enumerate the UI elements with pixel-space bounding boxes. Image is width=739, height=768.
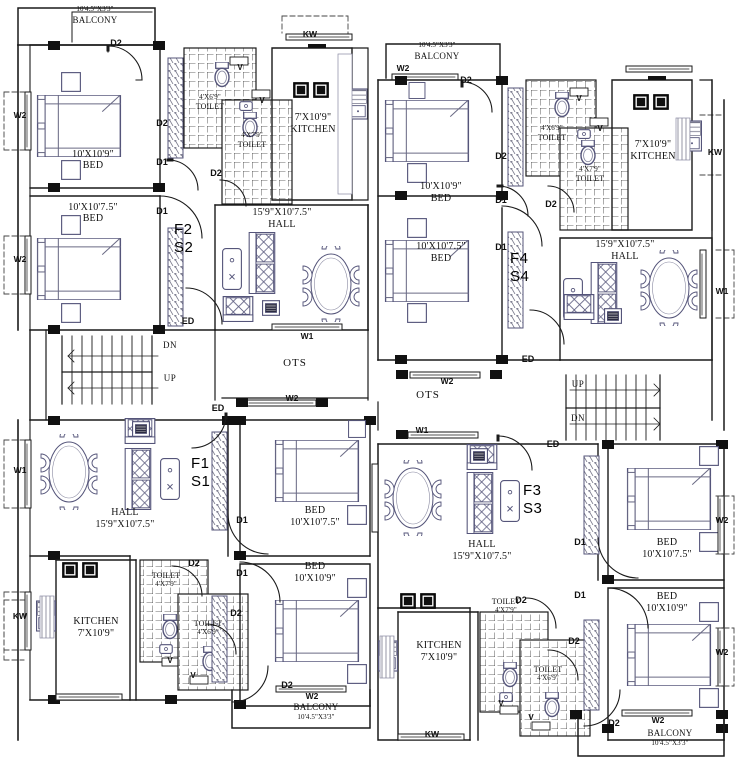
- unit-tag-f4: F4: [510, 250, 529, 267]
- unit-tag-f3: F3: [523, 482, 542, 499]
- unit-tag-f2: F2: [174, 221, 193, 238]
- unit-tag-f1: F1: [191, 455, 210, 472]
- unit-tag-s3: S3: [523, 500, 543, 517]
- unit-tag-s4: S4: [510, 268, 530, 285]
- unit-tag-s1: S1: [191, 473, 211, 490]
- unit-tag-s2: S2: [174, 239, 194, 256]
